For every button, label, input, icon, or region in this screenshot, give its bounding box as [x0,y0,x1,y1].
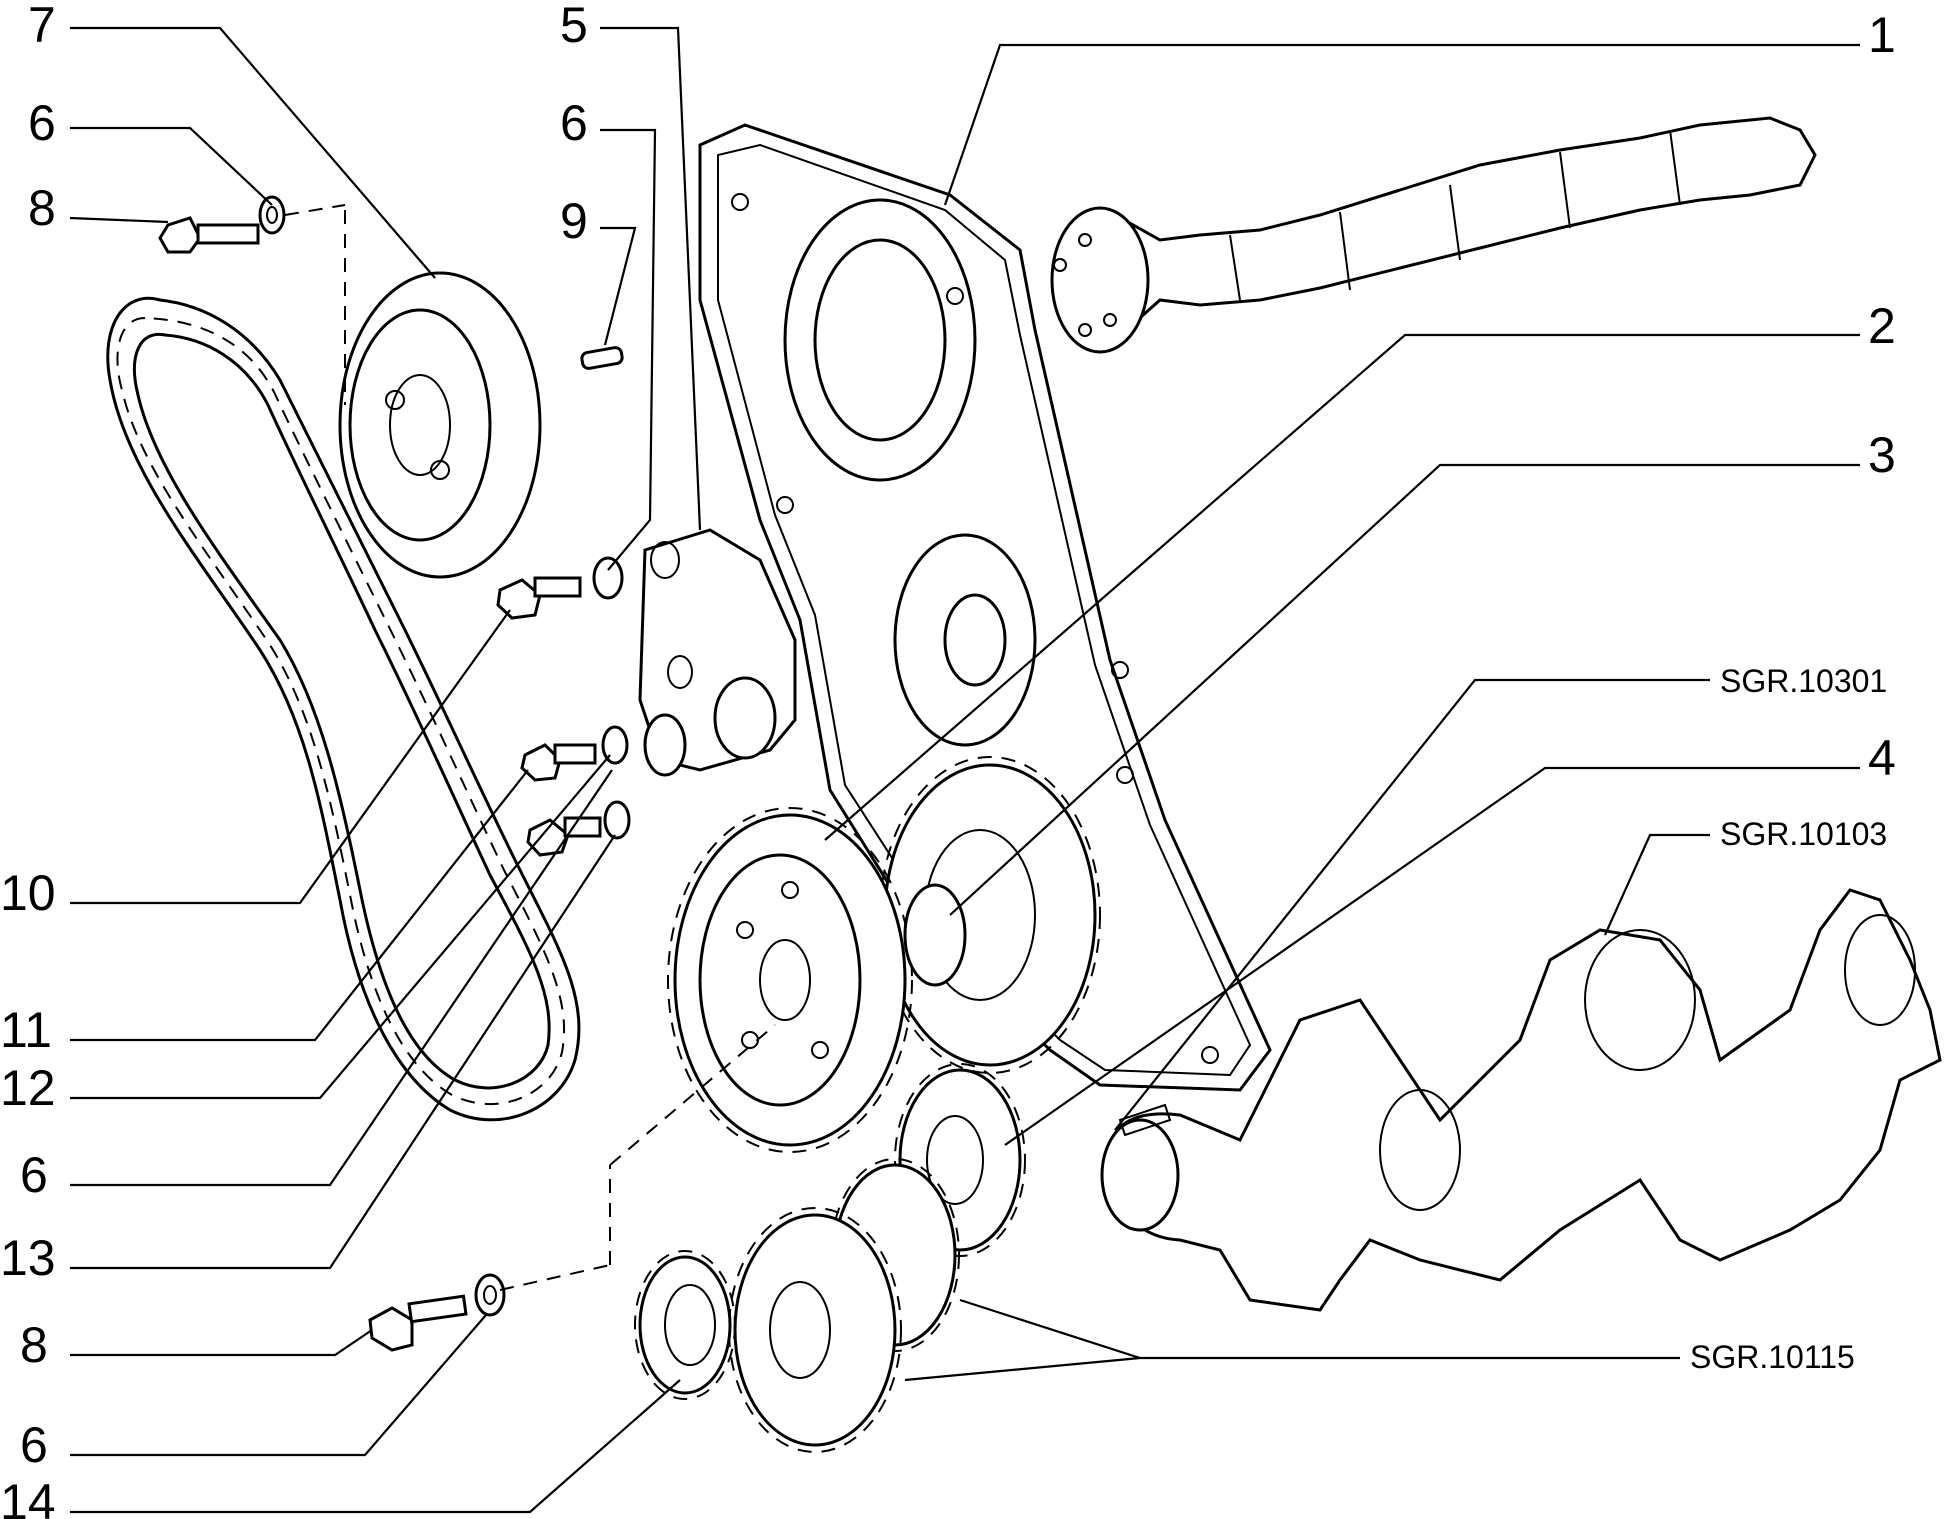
callout-7: 7 [28,0,56,53]
callout-13: 13 [0,1230,56,1286]
callout-5: 5 [560,0,588,53]
belt-tensioner-icon [496,528,797,857]
callout-6-mid: 6 [560,95,588,151]
callout-sgr-10301: SGR.10301 [1720,663,1887,699]
callout-sgr-10115: SGR.10115 [1690,1339,1855,1375]
callout-1: 1 [1868,7,1896,63]
callout-8-top: 8 [28,180,56,236]
callout-6-lower: 6 [20,1417,48,1473]
callout-10: 10 [0,865,56,921]
bolt-icon [158,195,286,254]
camshaft-icon [1050,116,1817,354]
callout-6-lower-left: 6 [20,1147,48,1203]
pin-icon [580,346,624,370]
toothed-timing-belt-icon [106,296,581,1122]
callout-6-top: 6 [28,95,56,151]
callout-8-lower: 8 [20,1317,48,1373]
leader-lines [69,26,1860,1514]
callout-9: 9 [560,193,588,249]
callout-11: 11 [0,1002,52,1058]
callout-3: 3 [1868,427,1896,483]
callout-14: 14 [0,1474,56,1519]
callout-2: 2 [1868,298,1896,354]
timing-cover-gasket-icon [698,123,1272,1092]
callout-labels: 7 6 8 5 6 9 1 2 3 SGR.10301 4 SGR.10103 … [0,0,1896,1519]
lower-bolt-icon [368,1273,506,1352]
crankshaft-icon [1100,888,1942,1312]
callout-sgr-10103: SGR.10103 [1720,816,1887,852]
callout-12: 12 [0,1060,56,1116]
callout-4: 4 [1868,730,1896,786]
camshaft-pulley-icon [338,271,542,579]
timing-gears-icon [634,756,1172,1453]
